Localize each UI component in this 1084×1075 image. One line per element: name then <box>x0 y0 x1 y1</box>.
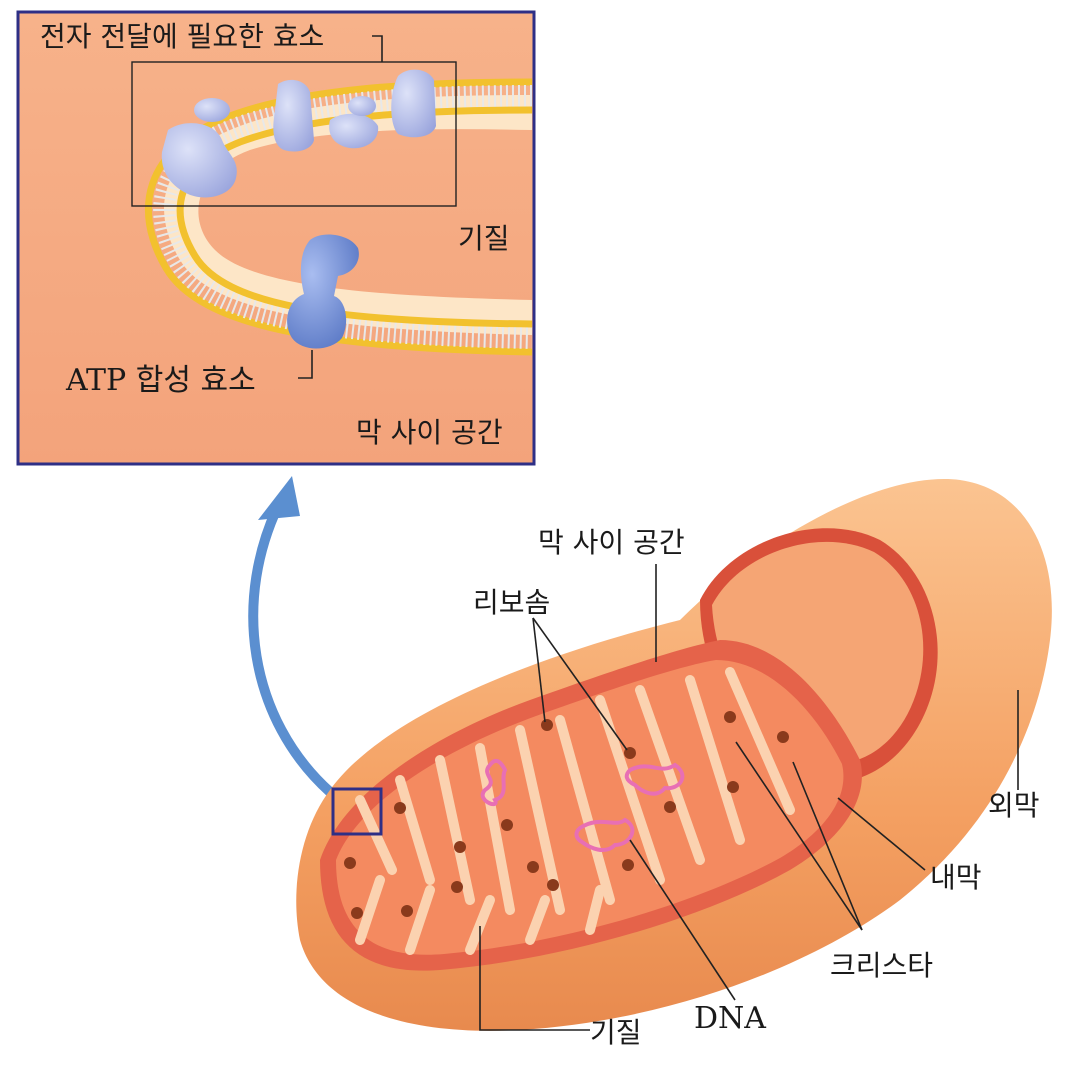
label-inner-membrane: 내막 <box>930 861 982 894</box>
mitochondrion <box>296 479 1052 1031</box>
inset-panel: 전자 전달에 필요한 효소 기질 ATP 합성 효소 막 사이 공간 <box>16 10 536 466</box>
atp-leader <box>298 350 313 379</box>
dna-loops <box>480 758 685 853</box>
label-matrix: 기질 <box>590 1016 642 1049</box>
protein-complex-3 <box>273 79 314 152</box>
label-ribosome: 리보솜 <box>473 586 550 619</box>
enzyme-leader <box>372 35 383 62</box>
label-dna: DNA <box>694 1001 766 1036</box>
cristae-folds <box>355 667 795 955</box>
label-outer-membrane: 외막 <box>988 789 1040 822</box>
label-inset-intermembrane-space: 막 사이 공간 <box>356 416 503 449</box>
label-intermembrane-space: 막 사이 공간 <box>538 526 685 559</box>
protein-small-1 <box>194 98 230 122</box>
ribosome <box>724 711 736 723</box>
ribosome <box>664 801 676 813</box>
label-inset-matrix: 기질 <box>458 222 510 255</box>
dna-loop <box>624 762 685 796</box>
protein-cytochrome <box>348 96 376 116</box>
atp-synthase <box>287 234 359 349</box>
protein-complex-1 <box>161 123 237 198</box>
enzyme-highlight-box <box>131 61 457 207</box>
dna-loop <box>574 817 635 853</box>
ribosome <box>622 859 634 871</box>
label-electron-transport-enzymes: 전자 전달에 필요한 효소 <box>40 20 324 53</box>
ribosome <box>394 802 406 814</box>
zoom-source-box <box>331 787 383 836</box>
inset-matrix <box>164 95 532 335</box>
protein-complex-4 <box>391 69 436 138</box>
inset-membrane-bilayer <box>153 85 533 349</box>
ribosome <box>541 719 553 731</box>
inset-frame <box>16 10 536 466</box>
ribosome <box>454 841 466 853</box>
main-leaders <box>479 564 1019 1031</box>
ribosome <box>527 861 539 873</box>
zoom-arrow <box>248 493 335 797</box>
ribosome <box>344 857 356 869</box>
ribosome <box>401 905 413 917</box>
ribosome <box>547 879 559 891</box>
protein-complex-3b <box>329 113 379 149</box>
ribosome <box>501 819 513 831</box>
label-atp-synthase: ATP 합성 효소 <box>65 363 256 398</box>
zoom-arrow-head <box>258 476 300 520</box>
ribosome <box>777 731 789 743</box>
dna-loop <box>480 758 508 807</box>
ribosomes <box>344 711 789 919</box>
ribosome <box>727 781 739 793</box>
label-cristae: 크리스타 <box>830 949 933 982</box>
ribosome <box>451 881 463 893</box>
ribosome <box>351 907 363 919</box>
electron-transport-proteins <box>161 69 436 198</box>
